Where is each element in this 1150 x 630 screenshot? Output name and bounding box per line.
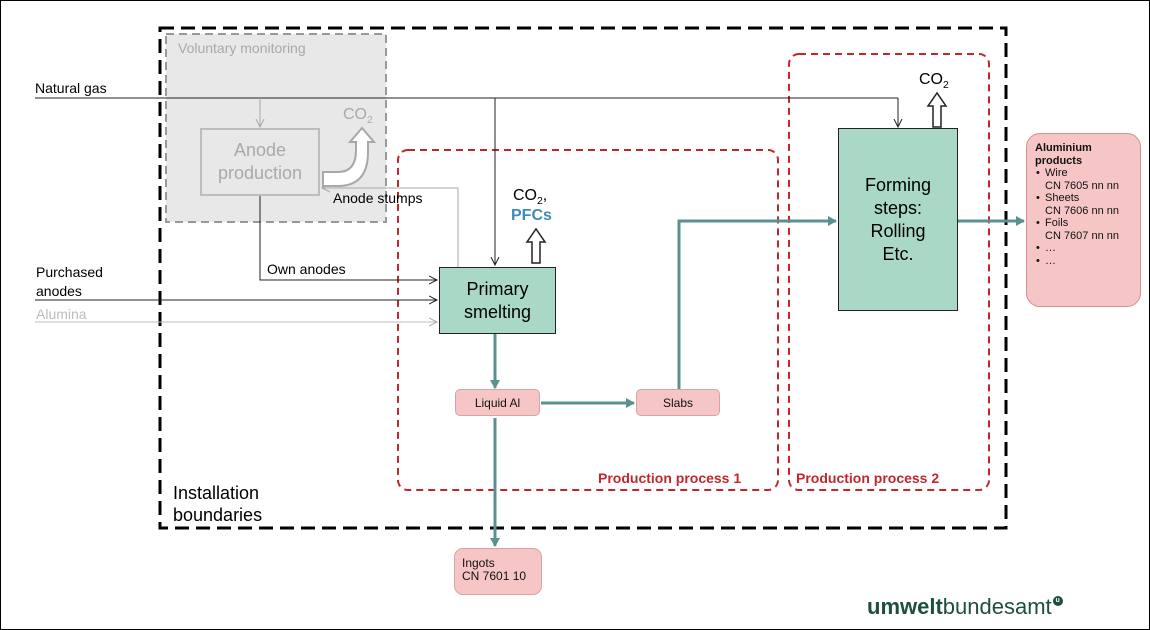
primary-smelting-box: Primary smelting — [439, 267, 556, 334]
co2-forming-arrow — [926, 91, 948, 128]
logo-regular: bundesamt — [942, 594, 1052, 619]
purchased-label: Purchased — [36, 264, 103, 280]
products-list: Wire CN 7605 nn nn Sheets CN 7606 nn nn … — [1035, 167, 1132, 267]
anode-stumps-line — [322, 188, 459, 267]
alumina-label: Alumina — [36, 306, 87, 322]
product-code: CN 7606 nn nn — [1045, 204, 1119, 217]
co2-forming-label: CO2 — [919, 71, 949, 91]
ingots-box: Ingots CN 7601 10 — [454, 548, 542, 595]
slabs-to-forming — [677, 216, 837, 389]
aluminium-products-box: Aluminium products Wire CN 7605 nn nn Sh… — [1026, 133, 1141, 307]
product-name: … — [1045, 242, 1056, 254]
product-item-more-1: … — [1036, 242, 1132, 255]
installation-boundaries-label: Installation boundaries — [173, 482, 262, 526]
logo-bold: umwelt — [867, 594, 943, 619]
installation-boundaries-line-1: Installation — [173, 483, 260, 503]
production-process-2-label: Production process 2 — [796, 470, 940, 486]
product-name: Wire — [1045, 167, 1068, 179]
product-name: … — [1045, 254, 1056, 267]
installation-boundary — [158, 26, 1008, 530]
product-item-foils: Foils CN 7607 nn nn — [1036, 217, 1132, 242]
liquid-al-box: Liquid Al — [455, 389, 540, 416]
production-process-1-label: Production process 1 — [598, 470, 742, 486]
natural-gas-label: Natural gas — [35, 80, 107, 96]
production-process-2-region — [788, 53, 990, 491]
own-anodes-line — [259, 196, 437, 280]
product-item-more-2: … — [1036, 254, 1132, 268]
anodes-label: anodes — [36, 283, 82, 299]
co2-anode-label: CO2 — [343, 106, 373, 126]
voluntary-monitoring-label: Voluntary monitoring — [178, 40, 306, 56]
installation-boundaries-line-2: boundaries — [173, 505, 263, 525]
forming-steps-line-2: steps: — [873, 197, 923, 218]
product-code: CN 7607 nn nn — [1045, 229, 1119, 242]
co2-smelting-label: CO2, — [513, 187, 547, 207]
logo-mark-icon: u — [1052, 596, 1063, 606]
co2-anode-base: CO — [343, 106, 367, 123]
pfcs-label: PFCs — [511, 207, 552, 224]
co2-smelting-base: CO — [513, 187, 537, 204]
product-code: CN 7605 nn nn — [1045, 179, 1119, 192]
ingots-line-2: CN 7601 10 — [462, 569, 527, 583]
products-title-1: Aluminium — [1035, 142, 1092, 154]
forming-steps-line-3: Rolling — [870, 220, 926, 241]
anode-production-line-2: production — [217, 163, 303, 183]
anode-stumps-label: Anode stumps — [333, 190, 423, 206]
product-item-sheets: Sheets CN 7606 nn nn — [1036, 192, 1132, 217]
production-process-1-region — [397, 149, 779, 491]
slabs-box: Slabs — [636, 389, 720, 416]
product-item-wire: Wire CN 7605 nn nn — [1036, 167, 1132, 192]
anode-production-line-1: Anode — [233, 140, 287, 160]
co2-anode-arrow — [322, 126, 377, 187]
co2-forming-base: CO — [919, 71, 943, 88]
own-anodes-label: Own anodes — [267, 261, 346, 277]
anode-production-box: Anode production — [200, 128, 320, 196]
forming-steps-box: Forming steps: Rolling Etc. — [838, 128, 958, 311]
forming-steps-line-4: Etc. — [882, 243, 914, 264]
co2-anode-sub: 2 — [367, 115, 373, 126]
co2-smelting-sub: 2 — [537, 196, 543, 207]
product-name: Sheets — [1045, 192, 1080, 204]
co2-smelting-comma: , — [542, 187, 548, 204]
products-title-2: products — [1035, 154, 1083, 167]
co2-smelting-arrow — [525, 227, 547, 264]
primary-smelting-line-1: Primary — [466, 278, 529, 299]
forming-steps-line-1: Forming — [864, 174, 931, 195]
product-name: Foils — [1045, 217, 1069, 229]
primary-smelting-line-2: smelting — [463, 301, 532, 322]
ingots-line-1: Ingots — [462, 556, 495, 570]
co2-forming-sub: 2 — [943, 80, 949, 91]
